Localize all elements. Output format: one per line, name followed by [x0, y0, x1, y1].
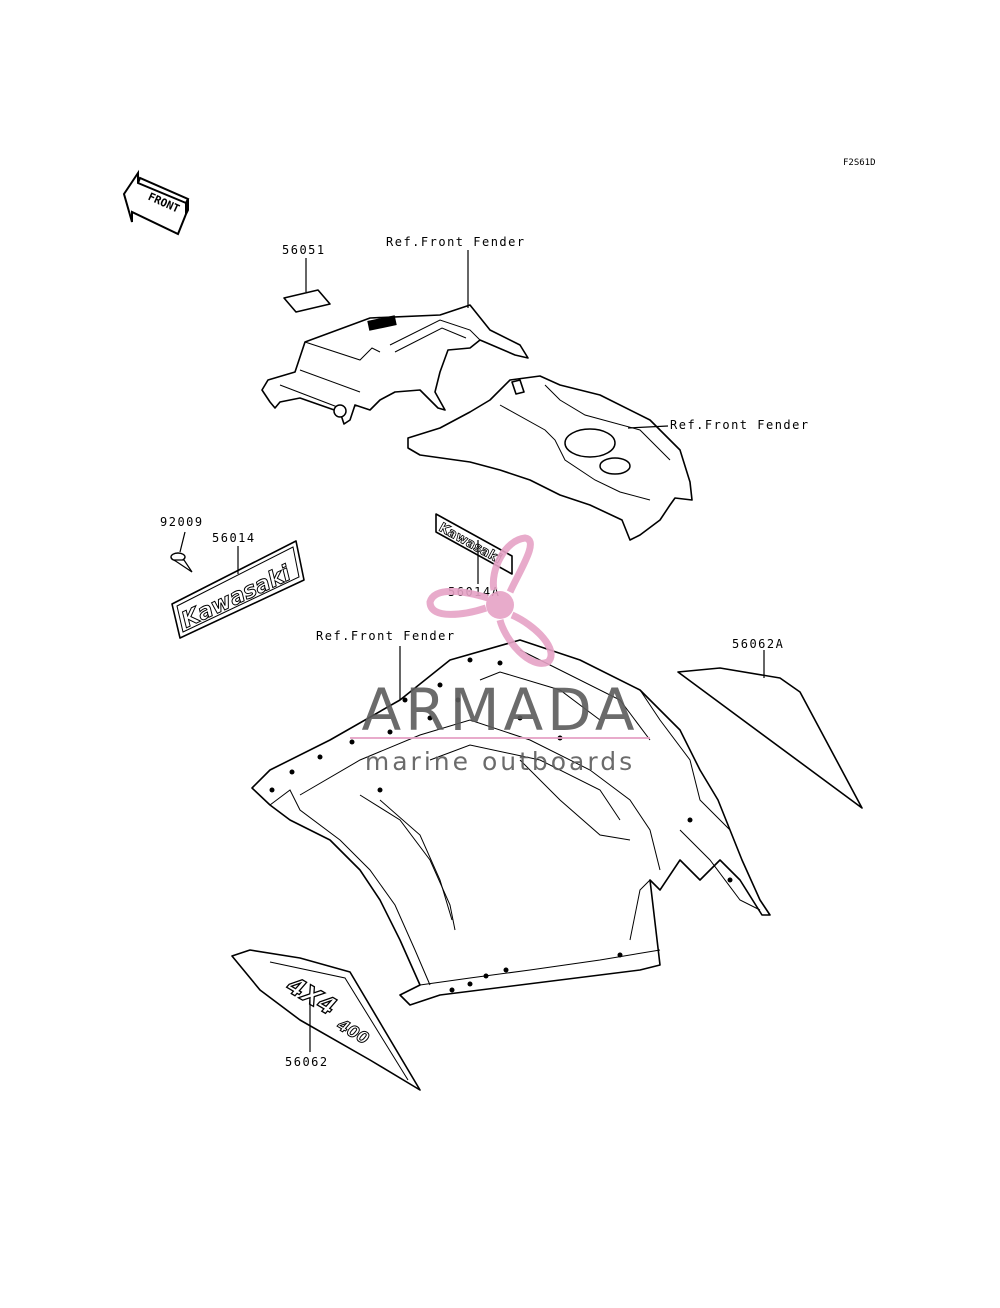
label-92009: 92009 [160, 515, 204, 529]
decal-56014A: Kawasaki [435, 513, 513, 575]
label-56062: 56062 [285, 1055, 329, 1069]
front-fender-upper-right [407, 375, 693, 541]
decal-56014A-text: Kawasaki [436, 520, 504, 567]
watermark-tagline: marine outboards [365, 747, 635, 776]
front-fender-upper-left [261, 304, 529, 425]
label-56014: 56014 [212, 531, 256, 545]
diagram-code: F2S61D [843, 158, 876, 168]
label-56062A: 56062A [732, 637, 784, 651]
watermark-brand: ARMADA [361, 676, 638, 744]
front-fender-main [251, 639, 771, 1006]
screw-92009 [170, 552, 193, 573]
front-direction-arrow: FRONT [122, 169, 190, 236]
decal-56051 [283, 289, 331, 313]
label-ref1: Ref.Front Fender [386, 235, 526, 249]
label-ref2: Ref.Front Fender [670, 418, 810, 432]
label-56051: 56051 [282, 243, 326, 257]
leader-ref2 [627, 425, 669, 429]
decal-56062: 4X4 400 [231, 949, 421, 1091]
watermark: ARMADA marine outboards [350, 534, 650, 776]
propeller-logo-icon [426, 534, 555, 667]
decal-56062A [677, 667, 863, 809]
label-ref3: Ref.Front Fender [316, 629, 456, 643]
leader-92009 [179, 531, 186, 553]
